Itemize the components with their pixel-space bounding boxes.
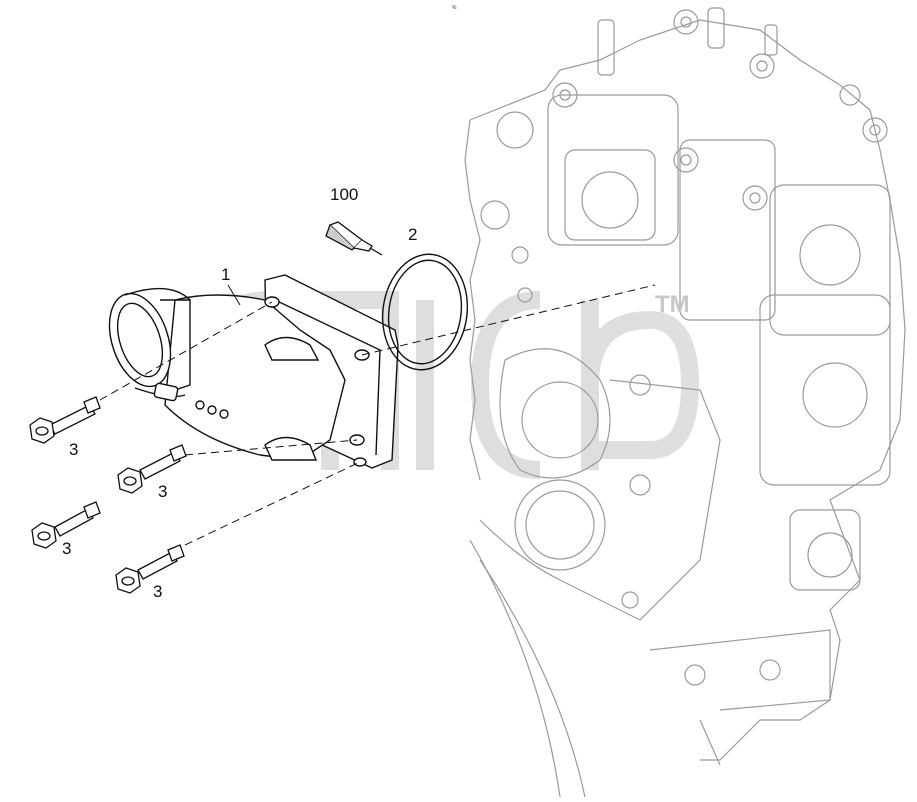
assembly-lines <box>99 284 656 546</box>
thermostat-housing <box>108 274 399 469</box>
callout-part-3-a: 3 <box>69 440 79 459</box>
bolt-a <box>29 396 101 444</box>
callout-part-1: 1 <box>221 265 231 284</box>
o-ring-gasket <box>381 253 469 371</box>
sealant-tube-icon <box>325 221 383 256</box>
bolt-b <box>117 444 187 494</box>
bolt-d <box>115 544 185 594</box>
callout-part-2: 2 <box>408 225 418 244</box>
callout-part-3-b: 3 <box>158 482 168 501</box>
callout-part-3-d: 3 <box>153 582 163 601</box>
callout-part-3-c: 3 <box>62 539 72 558</box>
leader-lines <box>227 284 241 306</box>
bolt-c <box>31 501 101 549</box>
corner-mark: % <box>452 5 457 11</box>
watermark-trademark: TM <box>655 291 690 318</box>
callout-part-100: 100 <box>330 185 359 204</box>
engine-block <box>464 7 906 798</box>
